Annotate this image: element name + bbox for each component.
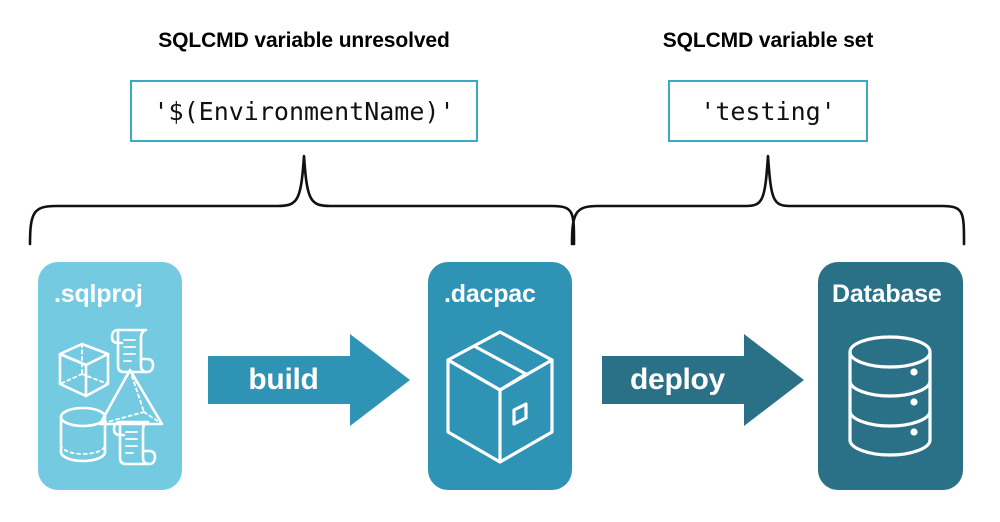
left-brace <box>26 150 578 246</box>
package-box-icon <box>428 314 572 490</box>
cube-icon <box>58 342 110 398</box>
stage-card-database[interactable]: Database <box>818 262 963 490</box>
pyramid-icon <box>98 368 164 426</box>
scroll-icon <box>112 420 157 466</box>
arrow-deploy: deploy <box>602 332 806 428</box>
stage-card-title-dacpac: .dacpac <box>444 280 536 308</box>
cylinder-icon <box>59 406 107 463</box>
deploy-arrow-shape <box>602 334 804 426</box>
database-cylinder-icon <box>818 324 963 490</box>
value-box-set: 'testing' <box>668 80 868 142</box>
stage-card-dacpac[interactable]: .dacpac <box>428 262 572 490</box>
value-box-unresolved: '$(EnvironmentName)' <box>130 80 478 142</box>
build-arrow-shape <box>208 334 410 426</box>
arrow-label-build: build <box>248 363 319 396</box>
stage-card-title-database: Database <box>832 280 942 308</box>
section-heading-set: SQLCMD variable set <box>662 29 874 52</box>
arrow-build: build <box>208 332 412 428</box>
right-brace <box>568 150 972 246</box>
arrow-label-deploy: deploy <box>630 363 725 396</box>
stage-card-title-sqlproj: .sqlproj <box>54 280 143 308</box>
stage-card-sqlproj[interactable]: .sqlproj <box>38 262 182 490</box>
section-heading-unresolved: SQLCMD variable unresolved <box>158 29 450 52</box>
scroll-icon <box>110 328 155 374</box>
sqlproj-artifacts-icons <box>38 314 182 490</box>
